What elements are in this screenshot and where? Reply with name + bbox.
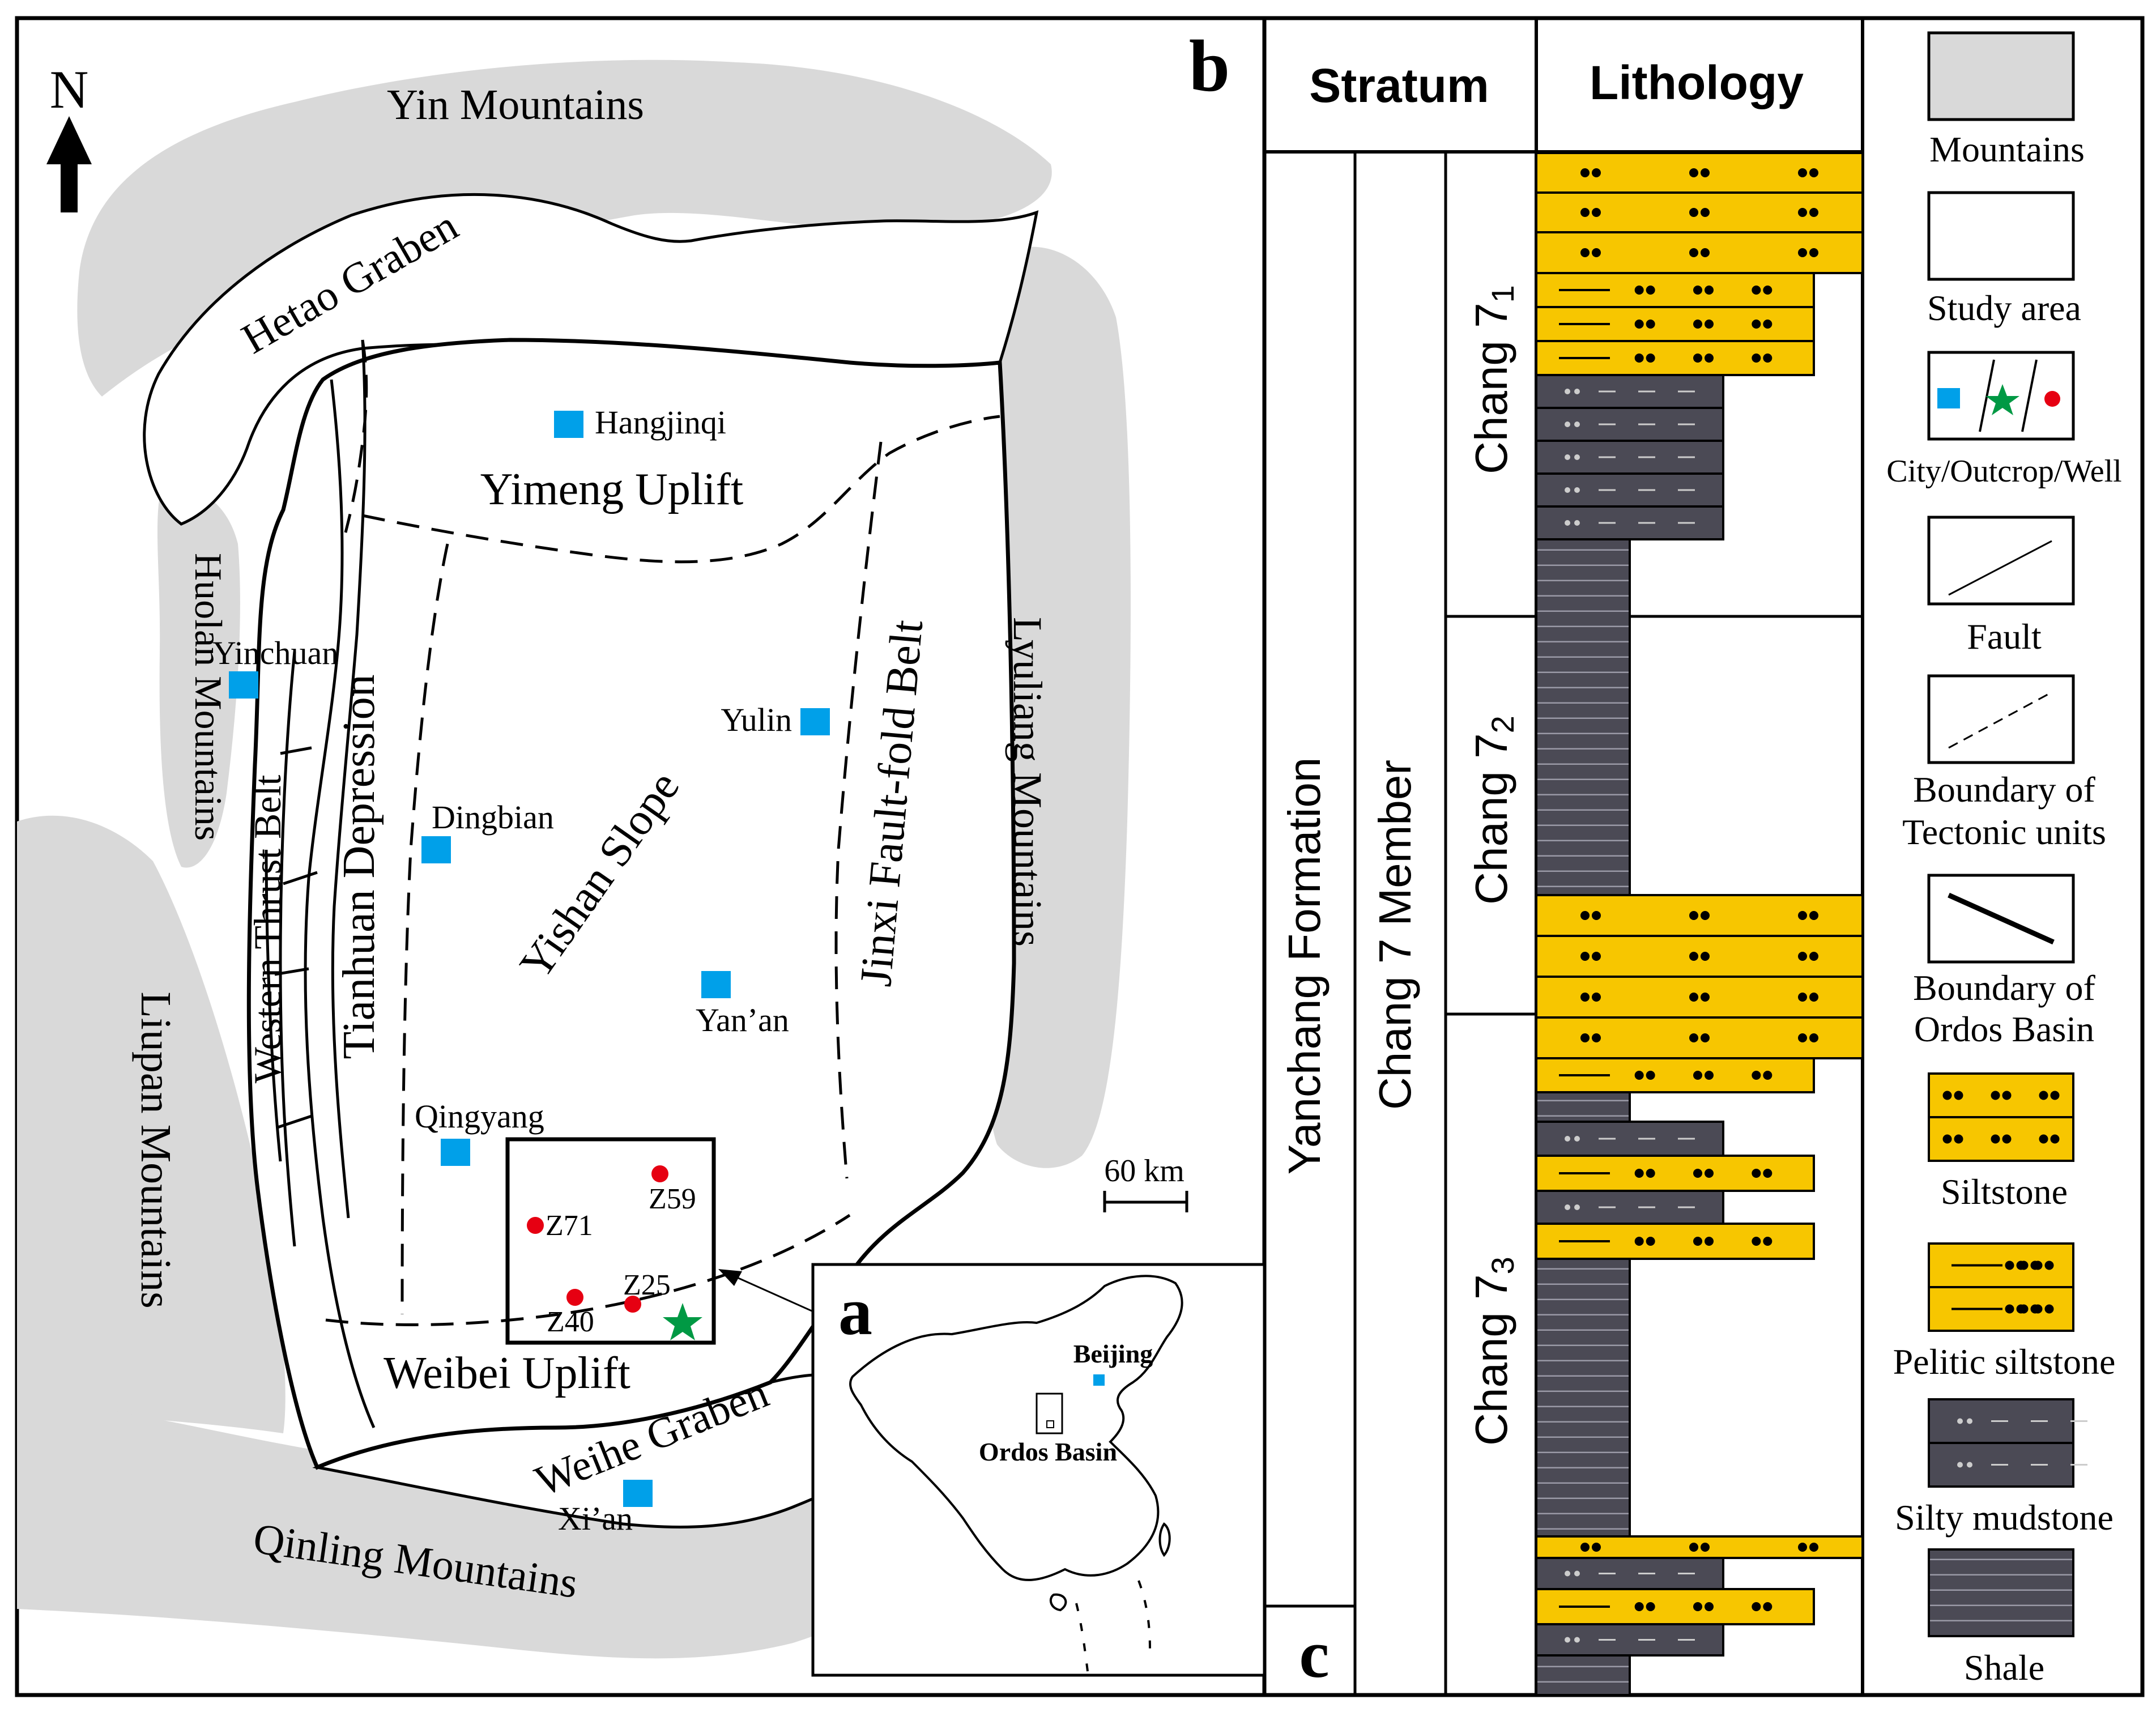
city-icon-yulin xyxy=(800,708,830,735)
ordos-basin-boundary xyxy=(246,338,1016,1470)
city-icon-hangjinqi xyxy=(554,411,583,438)
legend-mountains-swatch xyxy=(1927,31,2075,121)
label-ordos-basin-inset: Ordos Basin xyxy=(979,1437,1117,1466)
well-icon-z25 xyxy=(624,1296,641,1313)
ordos-location-marker xyxy=(1046,1420,1054,1428)
label-z71: Z71 xyxy=(546,1210,593,1242)
label-yinchuan: Yinchuan xyxy=(212,635,338,671)
western-thrust-faults xyxy=(265,339,376,1429)
legend-mountains-label: Mountains xyxy=(1929,129,2085,169)
label-lyuliang-mountains: Lyuliang Mountains xyxy=(1005,617,1050,947)
panel-label-c: c xyxy=(1299,1616,1329,1692)
tectonic-boundaries xyxy=(325,339,1000,1326)
well-icon-z40 xyxy=(566,1289,583,1306)
member-label: Chang 7 Member xyxy=(1370,760,1420,1110)
liupan-mountains-shape xyxy=(17,815,286,1433)
label-weibei-uplift: Weibei Uplift xyxy=(384,1348,630,1398)
scale-label: 60 km xyxy=(1104,1153,1184,1189)
chang-7-2-label: Chang 72 xyxy=(1466,716,1520,905)
label-yulin: Yulin xyxy=(721,701,792,738)
legend-ordos-label-1: Boundary of xyxy=(1913,968,2095,1008)
hetao-graben-shape xyxy=(143,193,1039,526)
label-western-thrust-belt: Western Thrust Belt xyxy=(246,775,289,1084)
legend-tectonic-label-1: Boundary of xyxy=(1913,769,2095,810)
label-yin-mountains: Yin Mountains xyxy=(387,81,644,129)
label-z59: Z59 xyxy=(649,1183,696,1215)
south-china-sea-dashes xyxy=(1075,1580,1151,1672)
china-outline-shape xyxy=(849,1275,1183,1581)
study-area-box xyxy=(505,1137,716,1345)
qinling-mountains-shape xyxy=(17,1399,963,1659)
formation-label: Yanchang Formation xyxy=(1279,757,1330,1175)
well-icon-z71 xyxy=(527,1217,544,1234)
ordos-basin-map: N b Yin Mountains Hetao Graben Yimeng Up… xyxy=(17,25,1230,1659)
panel-label-b: b xyxy=(1189,25,1230,107)
chang-7-1-label: Chang 71 xyxy=(1466,285,1520,474)
legend-well-icon xyxy=(2044,391,2060,407)
chang-7-3-label: Chang 73 xyxy=(1466,1257,1520,1446)
legend-city-outcrop-well-label: City/Outcrop/Well xyxy=(1886,454,2121,489)
lithology-header: Lithology xyxy=(1590,56,1804,109)
legend-fault-swatch xyxy=(1927,516,2075,606)
city-icon-dingbian xyxy=(421,836,451,863)
well-icon-z59 xyxy=(651,1165,668,1182)
hainan-shape xyxy=(1049,1593,1067,1612)
city-icon-qingyang xyxy=(441,1139,470,1166)
label-hangjinqi: Hangjinqi xyxy=(595,404,726,441)
label-dingbian: Dingbian xyxy=(432,799,554,836)
taiwan-shape xyxy=(1158,1522,1171,1557)
beijing-icon xyxy=(1093,1374,1105,1386)
city-icon-xian xyxy=(623,1480,653,1507)
ordos-location-box xyxy=(1036,1393,1063,1434)
legend-tectonic-label-2: Tectonic units xyxy=(1902,812,2106,852)
label-beijing: Beijing xyxy=(1073,1339,1153,1368)
legend-study-area-label: Study area xyxy=(1927,288,2081,328)
legend-study-area-swatch xyxy=(1927,191,2075,281)
panel-label-a: a xyxy=(838,1274,872,1349)
label-liupan-mountains: Liupan Mountains xyxy=(132,991,180,1308)
label-tianhuan-depression: Tianhuan Depression xyxy=(334,674,384,1059)
legend-shale-label: Shale xyxy=(1964,1647,2044,1688)
legend-fault-label: Fault xyxy=(1967,616,2042,657)
legend-ordos-label-2: Ordos Basin xyxy=(1914,1009,2094,1049)
label-yanan: Yan’an xyxy=(696,1002,789,1038)
city-icon-yinchuan xyxy=(229,671,258,699)
label-yimeng-uplift: Yimeng Uplift xyxy=(480,465,743,514)
label-huolan-mountains: Huolan Mountains xyxy=(187,553,230,841)
stratum-header: Stratum xyxy=(1309,59,1489,112)
label-z25: Z25 xyxy=(623,1269,671,1301)
lyuliang-mountains-shape xyxy=(981,246,1131,1168)
legend-silty-mud-label: Silty mudstone xyxy=(1895,1497,2114,1538)
lithology-column xyxy=(1535,152,1864,1696)
label-xian: Xi’an xyxy=(558,1500,633,1537)
legend-city-icon xyxy=(1937,388,1960,408)
huolan-mountains-shape xyxy=(157,486,240,868)
legend-outcrop-icon xyxy=(1985,384,2019,415)
north-label: N xyxy=(50,59,89,120)
legend: Mountains Study area City/Outcrop/Well F… xyxy=(1886,31,2122,1688)
legend-siltstone-label: Siltstone xyxy=(1941,1172,2068,1212)
stratigraphic-column: Stratum Lithology Yanchang Formation Cha… xyxy=(1264,18,1864,1696)
label-z40: Z40 xyxy=(547,1306,594,1338)
china-inset: a Beijing Ordos Basin xyxy=(811,1263,1266,1677)
locator-arrowhead xyxy=(718,1269,742,1286)
north-arrow-icon xyxy=(46,116,92,212)
scale-bar xyxy=(1103,1191,1188,1212)
city-icon-yanan xyxy=(701,971,731,998)
legend-pelitic-label: Pelitic siltstone xyxy=(1893,1342,2116,1382)
label-qingyang: Qingyang xyxy=(415,1098,544,1135)
outcrop-star-icon xyxy=(663,1303,702,1340)
